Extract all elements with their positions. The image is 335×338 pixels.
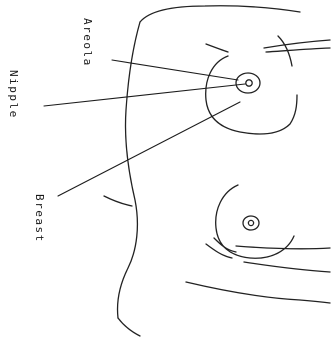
lower-areola bbox=[243, 216, 259, 230]
label-breast: Breast bbox=[33, 194, 46, 243]
shoulder-outline-top bbox=[140, 6, 300, 22]
lower-arm-line-1 bbox=[236, 246, 330, 249]
pointer-areola bbox=[112, 60, 238, 80]
body-side-contour bbox=[117, 22, 140, 318]
lower-nipple bbox=[248, 220, 253, 225]
upper-arm-line-2 bbox=[266, 48, 330, 52]
upper-areola bbox=[236, 73, 260, 93]
pointer-breast bbox=[58, 102, 240, 196]
upper-chest-line bbox=[206, 44, 228, 52]
upper-nipple bbox=[246, 80, 252, 86]
bottom-outline bbox=[186, 282, 330, 303]
lower-arm-crease-2 bbox=[214, 238, 236, 252]
lower-arm-line-2 bbox=[244, 262, 330, 272]
upper-breast-outline bbox=[206, 56, 297, 134]
label-areola: Areola bbox=[81, 18, 94, 67]
upper-arm-line-1 bbox=[264, 40, 330, 48]
pointer-nipple bbox=[44, 84, 245, 106]
side-fold bbox=[104, 196, 132, 206]
label-nipple: Nipple bbox=[7, 70, 20, 119]
bottom-side-curve bbox=[118, 318, 140, 336]
